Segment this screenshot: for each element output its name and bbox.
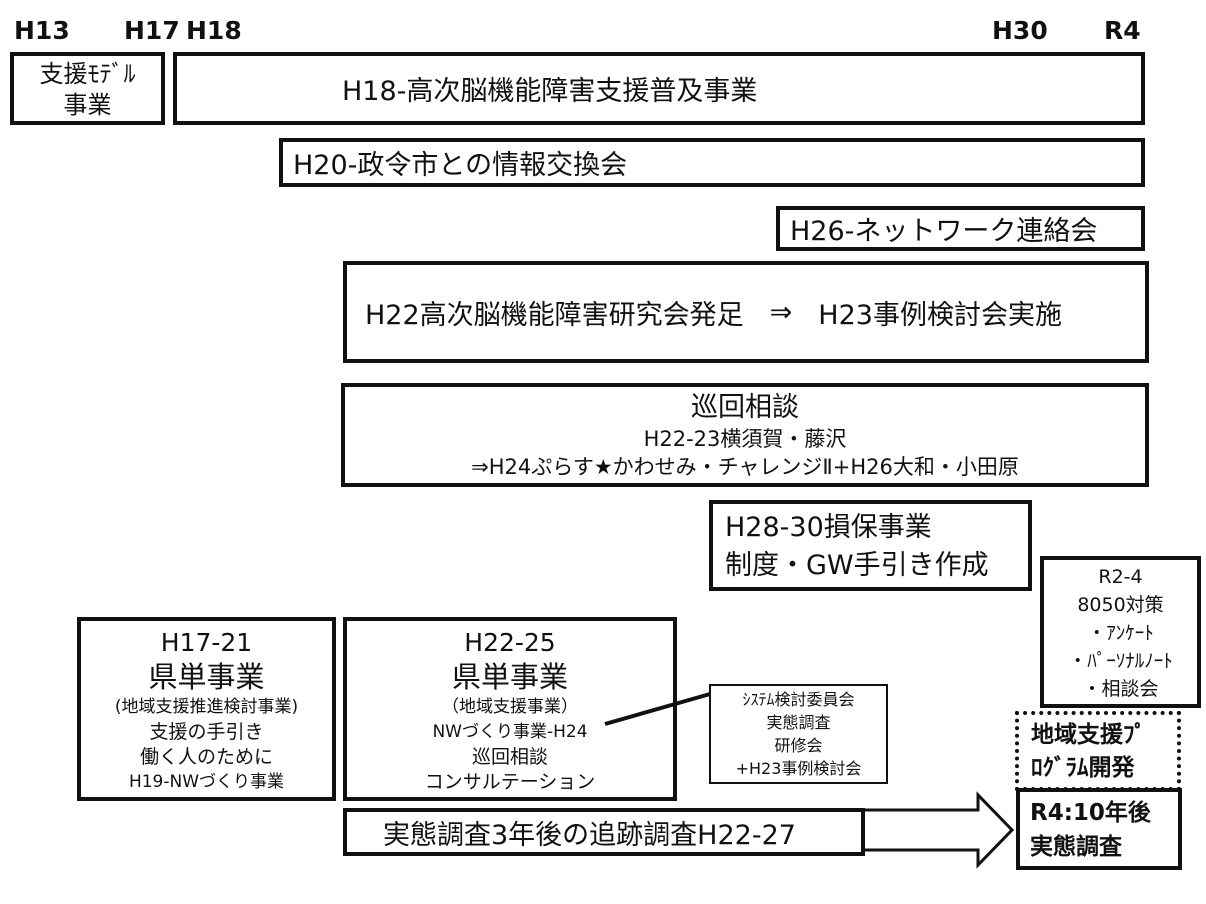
h22-prefecture-box: H22-25 県単事業 （地域支援事業） NWづくり事業-H24 巡回相談 コン… bbox=[343, 617, 677, 801]
r2-8050-line: ・相談会 bbox=[1082, 678, 1159, 700]
system-committee-line: +H23事例検討会 bbox=[735, 759, 862, 778]
h20-exchange-text: H20-政令市との情報交換会 bbox=[293, 150, 628, 181]
follow-up-survey-box: 実態調査3年後の追跡調査H22-27 bbox=[343, 808, 865, 856]
system-committee-line: 研修会 bbox=[774, 736, 823, 755]
rounds-consultation-line1: H22-23横須賀・藤沢 bbox=[643, 427, 847, 451]
h17-prefecture-line: 県単事業 bbox=[148, 660, 265, 694]
r2-8050-line: ・ｱﾝｹｰﾄ bbox=[1087, 622, 1154, 644]
h20-exchange-box: H20-政令市との情報交換会 bbox=[279, 138, 1145, 187]
follow-up-survey-text: 実態調査3年後の追跡調査H22-27 bbox=[383, 819, 796, 851]
r2-8050-line: R2-4 bbox=[1098, 566, 1143, 588]
support-model-line1: 支援ﾓﾃﾞﾙ bbox=[39, 60, 136, 88]
h22-research-box: H22高次脳機能障害研究会発足 ⇒ H23事例検討会実施 bbox=[343, 261, 1149, 363]
rounds-consultation-title: 巡回相談 bbox=[691, 392, 799, 423]
program-development-line: ﾛｸﾞﾗﾑ開発 bbox=[1031, 755, 1135, 781]
h17-prefecture-line: 支援の手引き bbox=[149, 721, 264, 743]
h26-network-text: H26-ネットワーク連絡会 bbox=[790, 216, 1098, 247]
connector-line bbox=[604, 692, 711, 726]
r2-8050-box: R2-4 8050対策 ・ｱﾝｹｰﾄ ・ﾊﾟｰｿﾅﾙﾉｰﾄ ・相談会 bbox=[1040, 556, 1201, 708]
follow-up-arrow bbox=[861, 791, 1015, 869]
h28-insurance-box: H28-30損保事業 制度・GW手引き作成 bbox=[709, 500, 1032, 591]
h17-prefecture-box: H17-21 県単事業 (地域支援推進検討事業) 支援の手引き 働く人のために … bbox=[77, 617, 336, 801]
system-committee-line: 実態調査 bbox=[766, 713, 831, 732]
h22-research-arrow: ⇒ bbox=[769, 296, 793, 328]
system-committee-line: ｼｽﾃﾑ検討委員会 bbox=[742, 690, 855, 709]
h28-insurance-line2: 制度・GW手引き作成 bbox=[725, 550, 989, 581]
h18-dissemination-box: H18-高次脳機能障害支援普及事業 bbox=[173, 52, 1145, 125]
h22-prefecture-line: 巡回相談 bbox=[471, 746, 548, 768]
h22-prefecture-line: 県単事業 bbox=[451, 660, 568, 694]
r2-8050-line: ・ﾊﾟｰｿﾅﾙﾉｰﾄ bbox=[1068, 650, 1173, 672]
h18-dissemination-text: H18-高次脳機能障害支援普及事業 bbox=[342, 76, 758, 107]
year-label-h18: H18 bbox=[186, 16, 242, 45]
r4-survey-line: 実態調査 bbox=[1030, 834, 1122, 860]
h26-network-box: H26-ネットワーク連絡会 bbox=[776, 206, 1145, 251]
r4-survey-line: R4:10年後 bbox=[1030, 800, 1151, 826]
r4-survey-box: R4:10年後 実態調査 bbox=[1016, 788, 1182, 870]
r2-8050-line: 8050対策 bbox=[1077, 594, 1164, 616]
h22-prefecture-line: H22-25 bbox=[464, 628, 556, 657]
h17-prefecture-line: H17-21 bbox=[160, 628, 253, 657]
h22-prefecture-line: （地域支援事業） bbox=[442, 697, 578, 717]
h22-research-left: H22高次脳機能障害研究会発足 bbox=[365, 299, 744, 331]
rounds-consultation-box: 巡回相談 H22-23横須賀・藤沢 ⇒H24ぷらす★かわせみ・チャレンジⅡ+H2… bbox=[341, 383, 1149, 487]
h17-prefecture-line: H19-NWづくり事業 bbox=[128, 772, 285, 792]
year-label-r4: R4 bbox=[1104, 16, 1141, 45]
year-label-h30: H30 bbox=[992, 16, 1048, 45]
year-label-h17: H17 bbox=[124, 16, 180, 45]
h22-prefecture-line: コンサルテーション bbox=[424, 771, 596, 793]
h17-prefecture-line: (地域支援推進検討事業) bbox=[114, 697, 299, 717]
program-development-box: 地域支援ﾌﾟ ﾛｸﾞﾗﾑ開発 bbox=[1015, 711, 1181, 791]
h28-insurance-line1: H28-30損保事業 bbox=[725, 512, 932, 543]
system-committee-box: ｼｽﾃﾑ検討委員会 実態調査 研修会 +H23事例検討会 bbox=[709, 684, 888, 784]
program-development-line: 地域支援ﾌﾟ bbox=[1031, 722, 1146, 748]
h22-research-right: H23事例検討会実施 bbox=[818, 299, 1062, 331]
h22-prefecture-line: NWづくり事業-H24 bbox=[432, 722, 588, 742]
support-model-line2: 事業 bbox=[63, 91, 112, 119]
year-label-h13: H13 bbox=[14, 16, 70, 45]
rounds-consultation-line2: ⇒H24ぷらす★かわせみ・チャレンジⅡ+H26大和・小田原 bbox=[471, 455, 1019, 479]
support-model-box: 支援ﾓﾃﾞﾙ 事業 bbox=[10, 52, 165, 125]
h17-prefecture-line: 働く人のために bbox=[139, 746, 273, 768]
